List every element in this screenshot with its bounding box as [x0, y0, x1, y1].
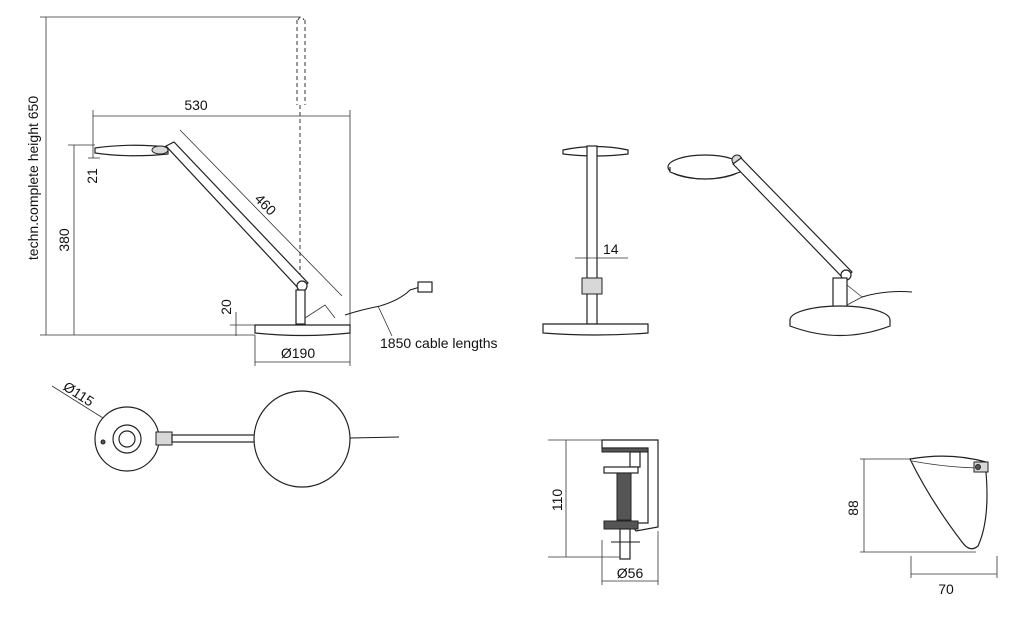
persp-cable [861, 291, 913, 298]
cable-label: 1850 cable lengths [380, 335, 498, 351]
cable-plug [417, 281, 433, 293]
front-view: 14 [542, 145, 649, 336]
top-clamp-hub [118, 430, 136, 448]
clamp-view: 110 Ø56 [548, 439, 659, 585]
head-height-label: 21 [84, 168, 100, 184]
head-hinge [151, 145, 169, 155]
shade-depth-label: 70 [938, 581, 954, 597]
persp-arm [732, 157, 853, 279]
total-height-label: techn.complete height 650 [25, 96, 41, 260]
clamp-diameter-label: Ø56 [617, 565, 644, 581]
reach-label: 530 [184, 97, 208, 113]
lamp-head [94, 144, 169, 157]
base-diameter-label: Ø190 [281, 345, 315, 361]
clamp-handle-shaft [619, 528, 631, 560]
clamp-jaw [603, 466, 639, 474]
side-view: techn.complete height 650 380 21 530 460 [25, 16, 498, 366]
clamp-top-pad [601, 447, 649, 453]
persp-stem-support [846, 284, 863, 306]
clamp-screw [616, 472, 632, 521]
top-joint [155, 431, 173, 446]
shade-height-label: 88 [845, 500, 861, 516]
clamp-neck [629, 451, 641, 468]
shade-hinge-screw [975, 464, 981, 470]
clamp-lower-jaw [603, 520, 639, 530]
base-height-label: 20 [218, 299, 234, 315]
arm-length-label: 460 [252, 191, 280, 219]
lamp-arm [165, 141, 309, 291]
top-arm [171, 434, 257, 443]
top-view: Ø115 [51, 378, 400, 488]
perspective-view [667, 154, 913, 337]
persp-base-rim [789, 320, 891, 337]
lamp-base-side [254, 324, 351, 337]
front-joint [581, 277, 603, 295]
persp-head-rim [669, 167, 741, 180]
shade-body [909, 455, 988, 550]
top-clamp-dot [100, 439, 106, 445]
clamp-base-diam-leader [51, 385, 104, 419]
stem-width-label: 14 [603, 241, 619, 257]
arm-upright-ghost-top [296, 16, 306, 105]
arm-length-dim-line [179, 129, 343, 297]
cable-leader [377, 305, 393, 337]
joint-height-label: 380 [56, 228, 72, 252]
front-stem [586, 145, 598, 325]
power-cable [344, 286, 421, 316]
top-cable [349, 436, 400, 439]
stem-support [304, 304, 336, 319]
shade-view: 88 70 [845, 455, 998, 597]
front-base [542, 323, 649, 336]
clamp-base-diameter-label: Ø115 [60, 378, 97, 410]
top-lamp-head [253, 390, 351, 488]
lamp-stem [295, 289, 306, 325]
clamp-height-label: 110 [549, 489, 565, 512]
